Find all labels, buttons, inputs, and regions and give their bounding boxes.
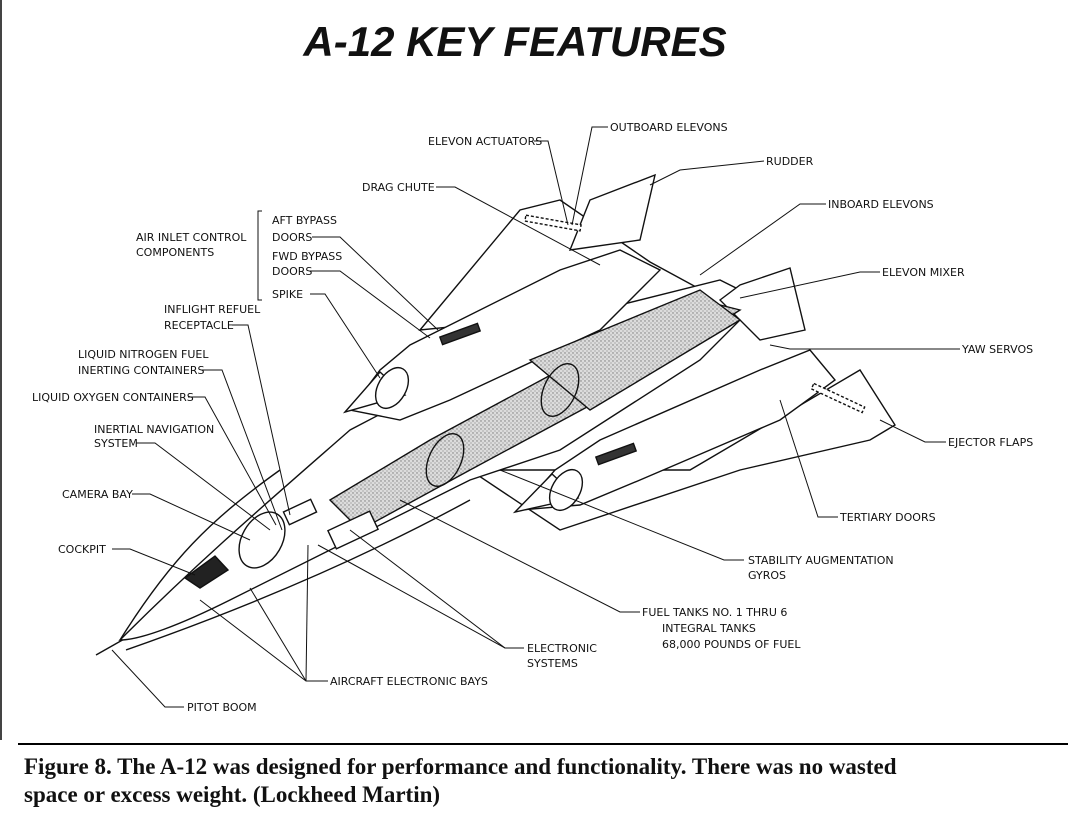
label-outboard-elevons: OUTBOARD ELEVONS — [610, 121, 728, 134]
leader-lines — [111, 126, 960, 708]
label-electronic-bays: AIRCRAFT ELECTRONIC BAYS — [330, 675, 488, 688]
label-inerting-containers: INERTING CONTAINERS — [78, 364, 205, 377]
left-rudder-shape — [568, 173, 656, 251]
right-rudder-shape — [718, 267, 806, 341]
label-yaw-servos: YAW SERVOS — [961, 343, 1033, 356]
label-tertiary-doors: TERTIARY DOORS — [839, 511, 936, 524]
elevon-actuator-marks — [524, 214, 582, 232]
left-inlet-shape — [374, 367, 410, 409]
label-gyros: GYROS — [748, 569, 786, 582]
label-ln2-fuel: LIQUID NITROGEN FUEL — [78, 348, 209, 361]
label-air-inlet-control: AIR INLET CONTROL — [136, 231, 247, 244]
label-systems: SYSTEMS — [527, 657, 578, 670]
label-inertial-system: SYSTEM — [94, 437, 138, 450]
label-spike: SPIKE — [272, 288, 303, 301]
label-aft-bypass: AFT BYPASS — [272, 214, 337, 227]
label-inboard-elevons: INBOARD ELEVONS — [828, 198, 934, 211]
label-camera-bay: CAMERA BAY — [62, 488, 133, 501]
label-rudder: RUDDER — [766, 155, 814, 168]
left-nacelle-shape — [348, 249, 662, 421]
label-fwd-bypass: FWD BYPASS — [272, 250, 342, 263]
right-nacelle-shape — [518, 349, 837, 511]
label-receptacle: RECEPTACLE — [164, 319, 234, 332]
label-pounds-fuel: 68,000 POUNDS OF FUEL — [662, 638, 801, 651]
label-pitot-boom: PITOT BOOM — [187, 701, 257, 714]
fuel-tank-upper-shape — [528, 289, 742, 411]
pitot-boom-shape — [95, 637, 127, 656]
label-fuel-tanks: FUEL TANKS NO. 1 THRU 6 — [642, 606, 787, 619]
label-fwd-bypass-doors: DOORS — [272, 265, 312, 278]
aircraft-illustration — [95, 173, 896, 656]
tank-bulkhead-1 — [425, 433, 465, 487]
label-elevon-mixer: ELEVON MIXER — [882, 266, 965, 279]
label-lox-containers: LIQUID OXYGEN CONTAINERS — [32, 391, 194, 404]
label-aft-bypass-doors: DOORS — [272, 231, 312, 244]
label-inflight-refuel: INFLIGHT REFUEL — [164, 303, 261, 316]
label-inertial-navigation: INERTIAL NAVIGATION — [94, 423, 214, 436]
label-elevon-actuators: ELEVON ACTUATORS — [428, 135, 542, 148]
figure-caption-line-2: space or excess weight. (Lockheed Martin… — [24, 782, 441, 807]
left-border — [0, 0, 2, 740]
aircraft-diagram: ELEVON ACTUATORS OUTBOARD ELEVONS RUDDER… — [32, 121, 1033, 714]
label-cockpit: COCKPIT — [58, 543, 106, 556]
nose-chine-shape — [119, 469, 281, 641]
label-drag-chute: DRAG CHUTE — [362, 181, 435, 194]
tank-bulkhead-2 — [540, 363, 580, 417]
lower-fuselage-line — [125, 499, 471, 651]
canopy-shape — [183, 555, 230, 589]
label-ejector-flaps: EJECTOR FLAPS — [948, 436, 1033, 449]
label-air-inlet-components: COMPONENTS — [136, 246, 214, 259]
label-integral-tanks: INTEGRAL TANKS — [662, 622, 756, 635]
callout-labels: ELEVON ACTUATORS OUTBOARD ELEVONS RUDDER… — [32, 121, 1033, 714]
label-electronic: ELECTRONIC — [527, 642, 597, 655]
ejector-flap-marks — [810, 382, 866, 414]
electronic-systems-box — [326, 510, 380, 550]
refuel-receptacle-box — [282, 498, 318, 526]
figure-caption-line-1: Figure 8. The A-12 was designed for perf… — [24, 754, 897, 779]
diagram-title: A-12 KEY FEATURES — [303, 18, 727, 65]
camera-bay-shape — [238, 511, 286, 569]
bypass-doors-right — [594, 442, 638, 466]
label-stability-augmentation: STABILITY AUGMENTATION — [748, 554, 894, 567]
bypass-doors-left — [438, 322, 482, 346]
caption-divider — [18, 743, 1068, 745]
